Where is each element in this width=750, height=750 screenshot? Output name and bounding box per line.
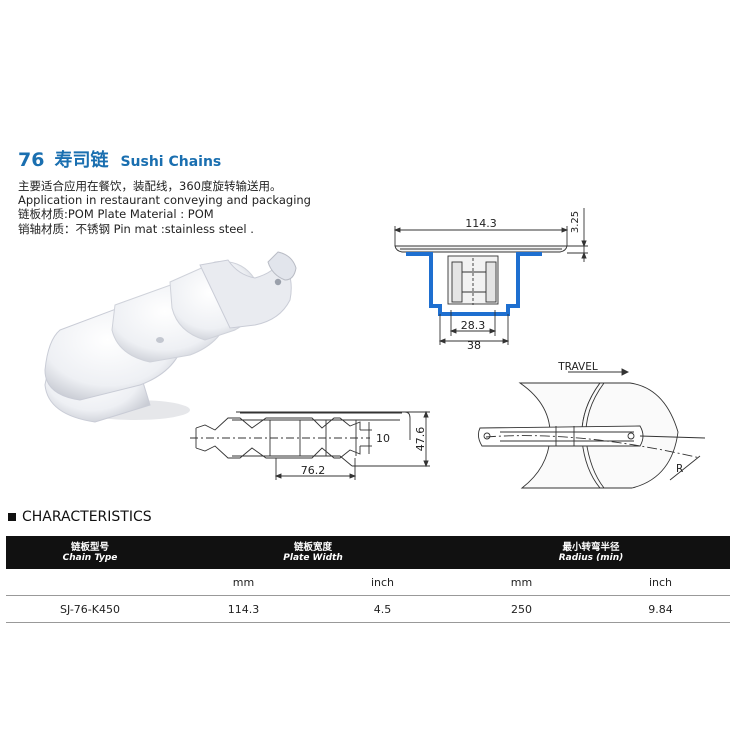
- dim-pitch: 76.2: [301, 464, 326, 477]
- column-header-plate-width: 链板宽度 Plate Width: [174, 536, 452, 569]
- product-name-en: Sushi Chains: [120, 154, 222, 170]
- description-line: 链板材质:POM Plate Material : POM: [18, 207, 214, 222]
- table-row: SJ-76-K450 114.3 4.5 250 9.84: [6, 595, 730, 623]
- unit-cell: inch: [591, 569, 730, 596]
- product-name-cn: 寿司链: [54, 150, 109, 171]
- dim-pin-diameter: 10: [376, 432, 390, 445]
- dim-plate-thickness: 3.25: [570, 211, 581, 233]
- product-number: 76: [18, 149, 45, 171]
- unit-cell: mm: [452, 569, 591, 596]
- travel-label: TRAVEL: [557, 361, 598, 373]
- dim-chain-height: 47.6: [414, 427, 427, 452]
- table-header-row: 链板型号 Chain Type 链板宽度 Plate Width 最小转弯半径 …: [6, 536, 730, 569]
- radius-inch-cell: 9.84: [591, 595, 730, 623]
- description-line: 销轴材质：不锈钢 Pin mat :stainless steel .: [18, 221, 254, 236]
- description-line: Application in restaurant conveying and …: [18, 193, 311, 208]
- unit-cell: inch: [313, 569, 452, 596]
- dim-plate-width: 114.3: [465, 217, 497, 230]
- units-row: mm inch mm inch: [6, 569, 730, 596]
- product-title: 76 寿司链 Sushi Chains: [18, 146, 221, 172]
- characteristics-heading: CHARACTERISTICS: [8, 509, 152, 525]
- chain-product-photo: [44, 251, 297, 423]
- dim-inner-width: 28.3: [461, 319, 486, 332]
- radius-label: R: [676, 463, 683, 475]
- technical-drawings: 114.3 3.25 28.3 38 47.6 10 76.2: [44, 208, 706, 489]
- front-view-dims: [438, 310, 510, 345]
- characteristics-title: CHARACTERISTICS: [22, 509, 152, 525]
- unit-cell: mm: [174, 569, 313, 596]
- radius-mm-cell: 250: [452, 595, 591, 623]
- characteristics-table: 链板型号 Chain Type 链板宽度 Plate Width 最小转弯半径 …: [6, 536, 730, 623]
- description-line: 主要适合应用在餐饮，装配线，360度旋转输送用。: [18, 179, 282, 193]
- dim-guide-width: 38: [467, 339, 481, 352]
- front-view-drawing: [393, 208, 588, 305]
- side-view-drawing: [190, 410, 430, 480]
- column-header-chain-type: 链板型号 Chain Type: [6, 536, 174, 569]
- chain-type-cell: SJ-76-K450: [6, 595, 174, 623]
- width-mm-cell: 114.3: [174, 595, 313, 623]
- guide-rail: [406, 252, 542, 316]
- top-view-drawing: [477, 368, 706, 489]
- width-inch-cell: 4.5: [313, 595, 452, 623]
- product-description: 主要适合应用在餐饮，装配线，360度旋转输送用。 Application in …: [18, 179, 311, 236]
- column-header-radius: 最小转弯半径 Radius (min): [452, 536, 730, 569]
- bullet-square: [8, 513, 16, 521]
